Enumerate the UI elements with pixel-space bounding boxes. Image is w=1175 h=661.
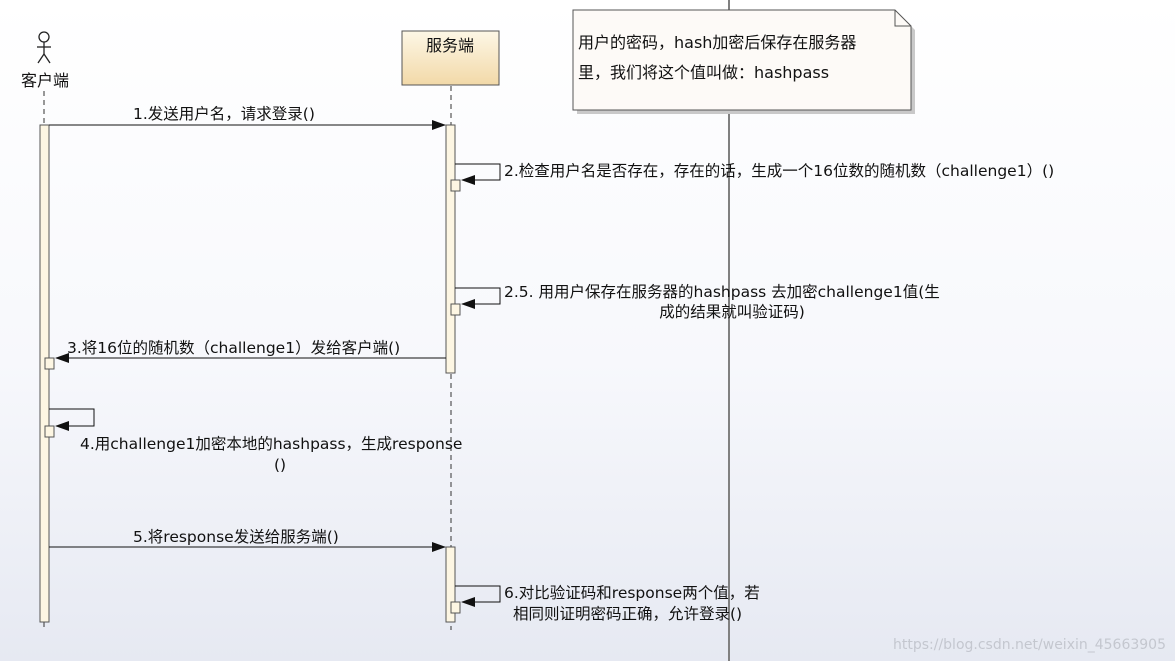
watermark: https://blog.csdn.net/weixin_45663905 (893, 637, 1166, 653)
message-25-label-line1: 2.5. 用用户保存在服务器的hashpass 去加密challenge1值(生 (504, 283, 940, 301)
note-box (572, 9, 915, 114)
client-lifeline-label: 客户端 (21, 71, 69, 90)
message-2-selfcall-arrow (455, 163, 501, 185)
message-3-activation (44, 357, 55, 370)
message-4-label-line2: () (274, 456, 286, 474)
message-4-label-line1: 4.用challenge1加密本地的hashpass，生成response (80, 435, 462, 453)
message-4-activation (44, 425, 55, 438)
message-25-label-line2: 成的结果就叫验证码) (659, 303, 805, 321)
message-6-activation (450, 601, 461, 614)
server-activation-bar-1 (445, 124, 456, 374)
message-6-selfcall-arrow (455, 585, 501, 607)
message-25-selfcall-arrow (455, 287, 501, 309)
message-25-activation (450, 303, 461, 316)
message-3-label: 3.将16位的随机数（challenge1）发给客户端() (67, 339, 400, 357)
note-text-line1: 用户的密码，hash加密后保存在服务器 (578, 33, 856, 52)
message-1-label: 1.发送用户名，请求登录() (133, 105, 315, 123)
client-activation-bar (39, 124, 50, 623)
server-lifeline-box (401, 30, 500, 86)
message-2-label: 2.检查用户名是否存在，存在的话，生成一个16位数的随机数（challenge1… (504, 162, 1054, 180)
message-6-label-line2: 相同则证明密码正确，允许登录() (513, 605, 742, 623)
client-actor-icon (37, 31, 51, 64)
message-5-label: 5.将response发送给服务端() (133, 528, 339, 546)
note-text-line2: 里，我们将这个值叫做：hashpass (578, 63, 829, 82)
message-6-label-line1: 6.对比验证码和response两个值，若 (504, 584, 760, 602)
server-lifeline-label: 服务端 (426, 36, 474, 55)
message-2-activation (450, 179, 461, 192)
server-activation-bar-2 (445, 546, 456, 623)
message-4-selfcall-arrow (49, 408, 95, 431)
